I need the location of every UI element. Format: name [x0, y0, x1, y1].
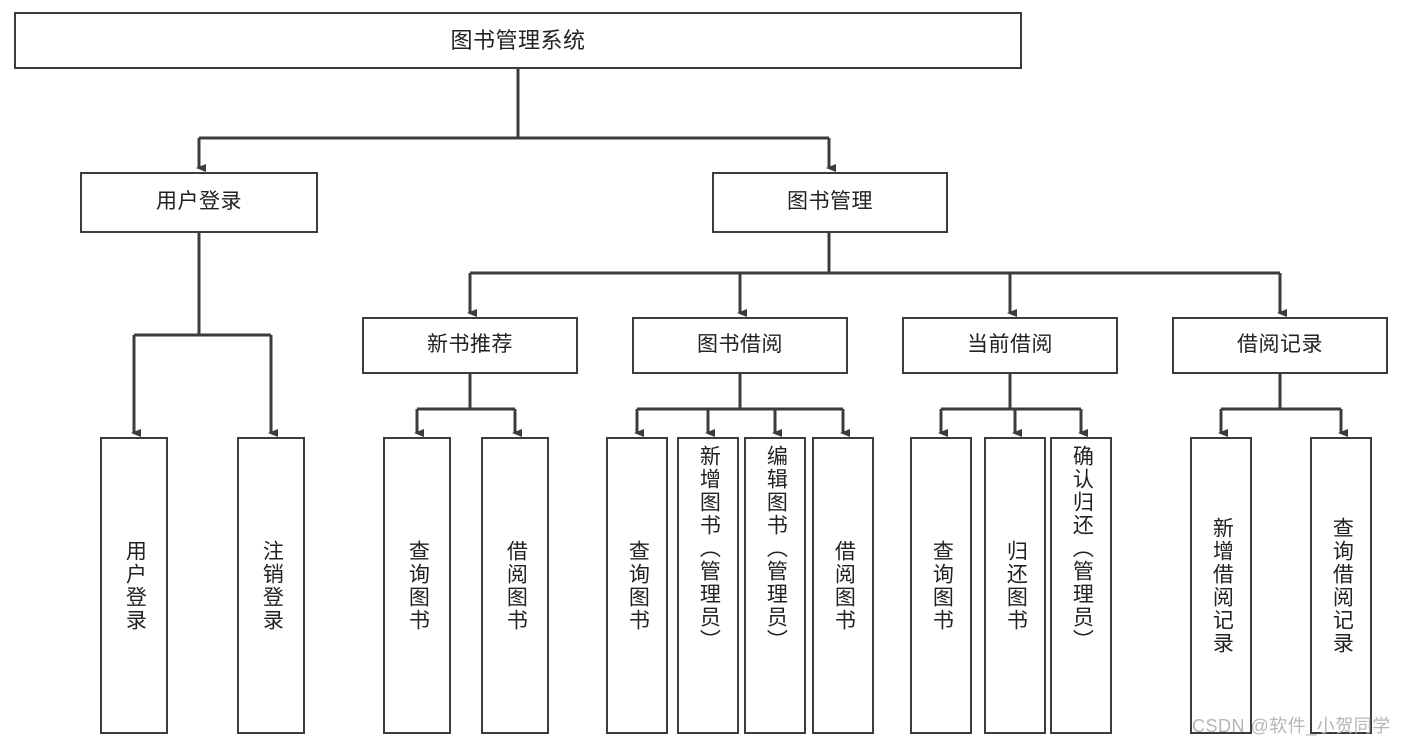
watermark: CSDN @软件_小贺同学: [1192, 716, 1391, 736]
node-leaf-query-book-3-label: 查询图书: [930, 539, 954, 632]
node-leaf-confirm-return[interactable]: 确认归还（管理员）: [1050, 437, 1112, 734]
node-leaf-return-book-label: 归还图书: [1004, 539, 1028, 632]
node-book-borrow[interactable]: 图书借阅: [632, 317, 848, 374]
node-leaf-add-book[interactable]: 新增图书（管理员）: [677, 437, 739, 734]
node-root[interactable]: 图书管理系统: [14, 12, 1022, 69]
node-new-book-recommend[interactable]: 新书推荐: [362, 317, 578, 374]
node-book-borrow-label: 图书借阅: [697, 333, 783, 357]
node-leaf-borrow-book-2-label: 借阅图书: [832, 539, 856, 632]
node-current-borrow[interactable]: 当前借阅: [902, 317, 1118, 374]
node-leaf-add-record-label: 新增借阅记录: [1210, 516, 1234, 655]
node-leaf-query-book-2[interactable]: 查询图书: [606, 437, 668, 734]
node-root-label: 图书管理系统: [450, 27, 586, 53]
node-leaf-logout[interactable]: 注销登录: [237, 437, 305, 734]
node-leaf-add-record[interactable]: 新增借阅记录: [1190, 437, 1252, 734]
node-book-manage[interactable]: 图书管理: [712, 172, 948, 233]
node-leaf-borrow-book-1-label: 借阅图书: [504, 539, 528, 632]
node-book-manage-label: 图书管理: [787, 190, 873, 214]
node-new-book-recommend-label: 新书推荐: [427, 333, 513, 357]
node-borrow-record-label: 借阅记录: [1237, 333, 1323, 357]
node-leaf-query-book-3[interactable]: 查询图书: [910, 437, 972, 734]
node-leaf-logout-label: 注销登录: [260, 539, 284, 632]
node-leaf-confirm-return-label: 确认归还（管理员）: [1070, 445, 1094, 652]
node-current-borrow-label: 当前借阅: [967, 333, 1053, 357]
node-leaf-edit-book-label: 编辑图书（管理员）: [764, 445, 788, 652]
node-leaf-query-record-label: 查询借阅记录: [1330, 516, 1354, 655]
node-leaf-query-book-1-label: 查询图书: [406, 539, 430, 632]
node-user-login[interactable]: 用户登录: [80, 172, 318, 233]
node-leaf-return-book[interactable]: 归还图书: [984, 437, 1046, 734]
node-leaf-borrow-book-2[interactable]: 借阅图书: [812, 437, 874, 734]
node-leaf-query-record[interactable]: 查询借阅记录: [1310, 437, 1372, 734]
node-leaf-edit-book[interactable]: 编辑图书（管理员）: [744, 437, 806, 734]
node-user-login-label: 用户登录: [156, 190, 242, 214]
node-leaf-query-book-1[interactable]: 查询图书: [383, 437, 451, 734]
node-leaf-user-login[interactable]: 用户登录: [100, 437, 168, 734]
node-borrow-record[interactable]: 借阅记录: [1172, 317, 1388, 374]
node-leaf-query-book-2-label: 查询图书: [626, 539, 650, 632]
node-leaf-borrow-book-1[interactable]: 借阅图书: [481, 437, 549, 734]
node-leaf-add-book-label: 新增图书（管理员）: [697, 445, 721, 652]
node-leaf-user-login-label: 用户登录: [123, 539, 147, 632]
